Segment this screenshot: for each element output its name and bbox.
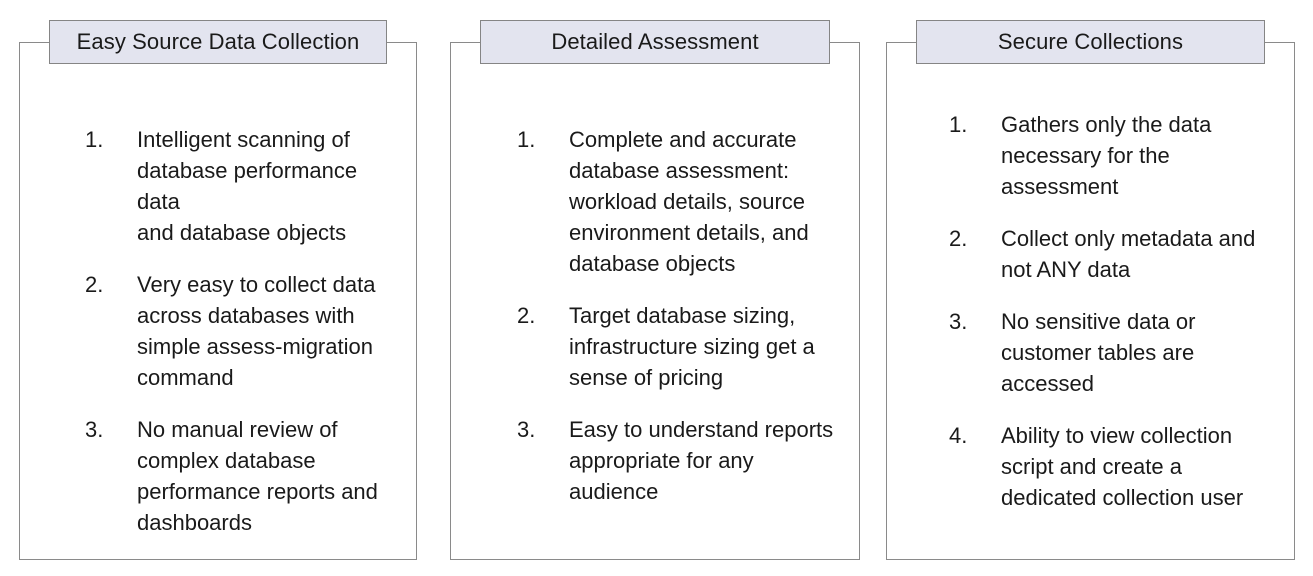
- panel-secure-collections: Secure Collections 1. Gathers only the d…: [886, 20, 1295, 560]
- list-item-number: 2.: [949, 226, 968, 251]
- list-item: 1. Gathers only the data necessary for t…: [949, 109, 1285, 202]
- list-item: 1. Intelligent scanning of database perf…: [85, 124, 409, 248]
- list-item-text: Gathers only the data necessary for the …: [1001, 112, 1212, 199]
- panel-header-tab: Secure Collections: [916, 20, 1265, 64]
- list-item-number: 2.: [517, 303, 536, 328]
- panel-title: Easy Source Data Collection: [76, 29, 360, 54]
- list-item-text: Easy to understand reports appropriate f…: [569, 417, 834, 504]
- panel-header-tab: Detailed Assessment: [480, 20, 830, 64]
- list-item: 2. Very easy to collect data across data…: [85, 269, 409, 393]
- panel-body-box: [19, 42, 417, 560]
- panel-title: Secure Collections: [997, 29, 1184, 54]
- feature-list: 1. Gathers only the data necessary for t…: [909, 109, 1285, 513]
- list-item: 2. Target database sizing, infrastructur…: [517, 300, 850, 393]
- list-item: 3. No manual review of complex database …: [85, 414, 409, 538]
- list-item-number: 1.: [949, 112, 968, 137]
- list-item: 4. Ability to view collection script and…: [949, 420, 1285, 513]
- list-item-text: Target database sizing, infrastructure s…: [569, 303, 815, 390]
- panel-title: Detailed Assessment: [551, 29, 759, 54]
- list-item: 2. Collect only metadata and not ANY dat…: [949, 223, 1285, 285]
- list-item-number: 4.: [949, 423, 968, 448]
- list-item-number: 3.: [949, 309, 968, 334]
- panel-header-tab: Easy Source Data Collection: [49, 20, 387, 64]
- list-item-number: 3.: [85, 417, 104, 442]
- list-item-text: Complete and accurate database assessmen…: [569, 127, 809, 276]
- feature-list: 1. Complete and accurate database assess…: [477, 124, 850, 507]
- list-item-text: Ability to view collection script and cr…: [1001, 423, 1244, 510]
- list-item-text: Intelligent scanning of database perform…: [137, 127, 358, 245]
- list-item: 3. No sensitive data or customer tables …: [949, 306, 1285, 399]
- list-item-text: Collect only metadata and not ANY data: [1001, 226, 1256, 282]
- panel-detailed-assessment: Detailed Assessment 1. Complete and accu…: [450, 20, 860, 560]
- panel-body-box: [886, 42, 1295, 560]
- list-item-text: No sensitive data or customer tables are…: [1001, 309, 1196, 396]
- panel-easy-source-data-collection: Easy Source Data Collection 1. Intellige…: [19, 20, 417, 560]
- list-item-text: No manual review of complex database per…: [137, 417, 378, 535]
- list-item-number: 1.: [517, 127, 536, 152]
- list-item-number: 1.: [85, 127, 104, 152]
- list-item: 3. Easy to understand reports appropriat…: [517, 414, 850, 507]
- list-item-number: 3.: [517, 417, 536, 442]
- panel-body-box: [450, 42, 860, 560]
- list-item: 1. Complete and accurate database assess…: [517, 124, 850, 279]
- list-item-number: 2.: [85, 272, 104, 297]
- feature-list: 1. Intelligent scanning of database perf…: [45, 124, 409, 538]
- list-item-text: Very easy to collect data across databas…: [137, 272, 376, 390]
